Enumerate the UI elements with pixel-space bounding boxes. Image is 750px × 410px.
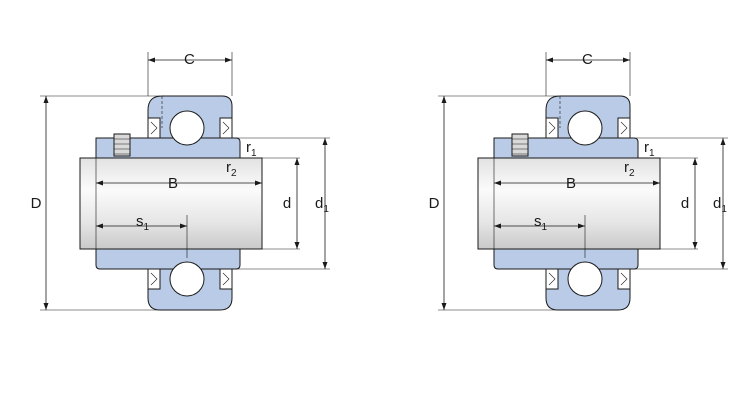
grub-screw — [511, 133, 529, 157]
label-B: B — [168, 175, 178, 192]
shaft — [79, 157, 263, 250]
upper-seal-left — [147, 117, 161, 139]
label-D: D — [31, 195, 42, 212]
lower-seal-right — [617, 268, 631, 290]
label-B: B — [566, 175, 576, 192]
grub-screw — [113, 133, 131, 157]
label-r2: r2 — [226, 159, 237, 179]
lower-inner-ring — [493, 248, 639, 270]
lower-ball — [169, 261, 205, 297]
label-d1: d1 — [713, 195, 727, 215]
shaft — [477, 157, 661, 250]
label-d1: d1 — [315, 195, 329, 215]
lower-seal-right — [219, 268, 233, 290]
lower-inner-ring — [95, 248, 241, 270]
upper-ball — [169, 110, 205, 146]
label-s1: s1 — [534, 213, 548, 233]
label-d: d — [283, 195, 291, 212]
right-bearing-view: C D B d d1 r1 r2 s1 — [429, 51, 728, 311]
label-C: C — [582, 51, 593, 68]
left-bearing-view: C D B d d1 r1 r2 s1 — [31, 51, 330, 311]
label-D: D — [429, 195, 440, 212]
label-r2: r2 — [624, 159, 635, 179]
label-r1: r1 — [246, 139, 257, 159]
label-s1: s1 — [136, 213, 150, 233]
upper-ball — [567, 110, 603, 146]
upper-seal-right — [219, 117, 233, 139]
label-r1: r1 — [644, 139, 655, 159]
label-d: d — [681, 195, 689, 212]
lower-seal-left — [545, 268, 559, 290]
upper-seal-right — [617, 117, 631, 139]
lower-seal-left — [147, 268, 161, 290]
upper-seal-left — [545, 117, 559, 139]
lower-ball — [567, 261, 603, 297]
label-C: C — [184, 51, 195, 68]
